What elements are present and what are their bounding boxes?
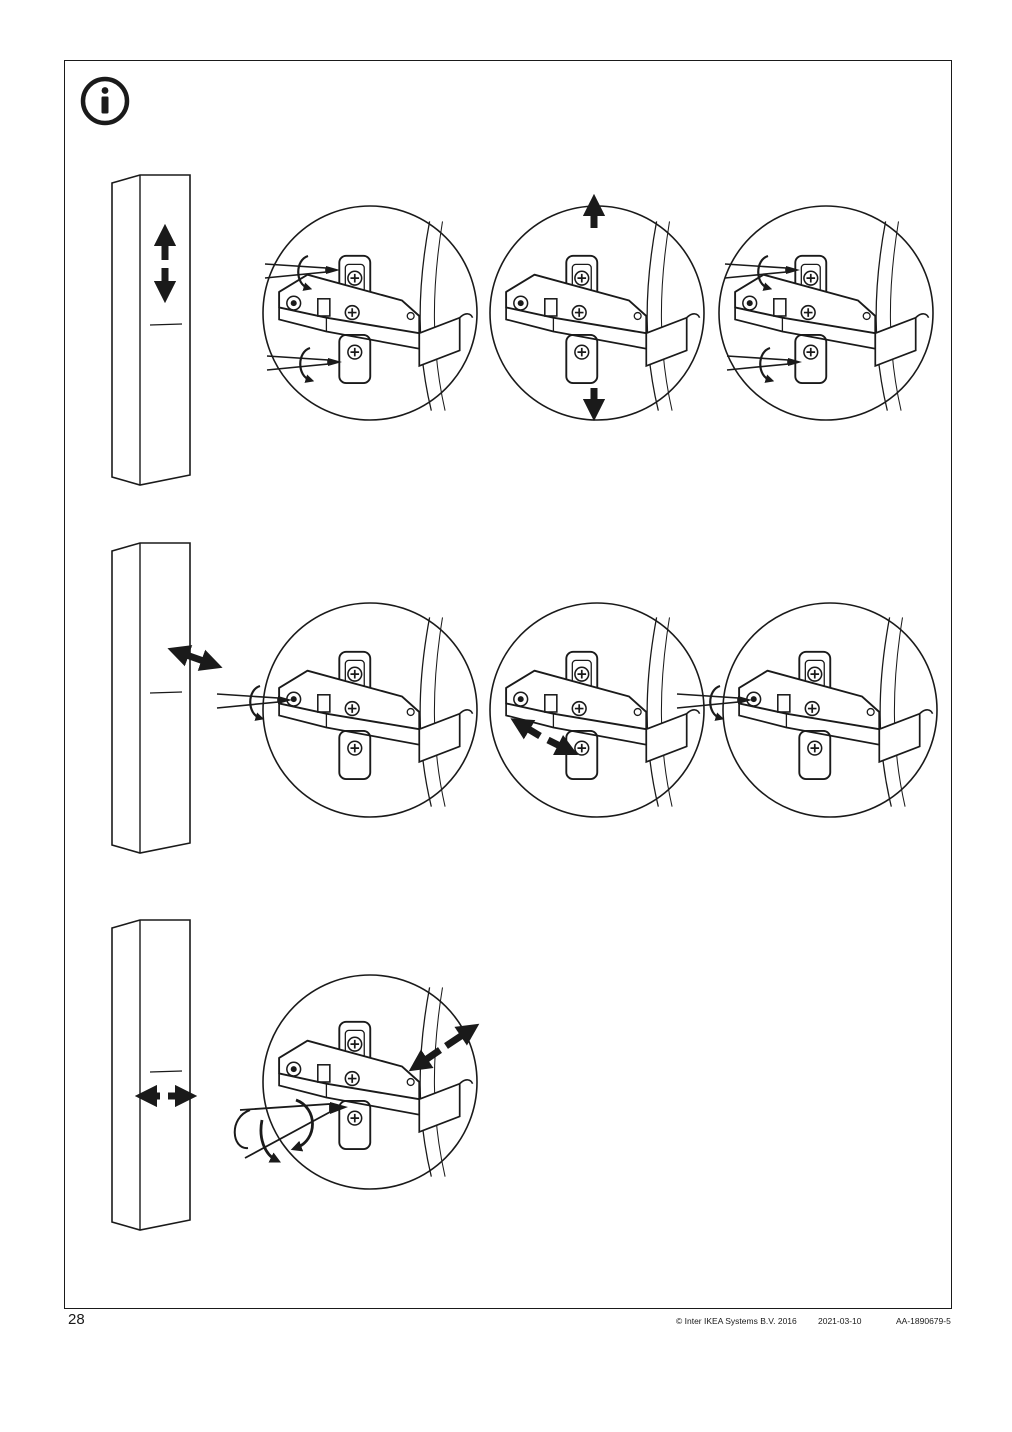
depth-arrow — [167, 645, 223, 671]
instruction-frame — [64, 60, 952, 1309]
article-code: AA-1890679-5 — [896, 1316, 951, 1326]
cabinet-row3 — [111, 919, 191, 1231]
hinge-detail-row2-2 — [489, 602, 705, 818]
info-icon — [80, 76, 130, 126]
cabinet-handle — [149, 323, 183, 326]
hinge-detail-row2-3 — [677, 602, 938, 818]
cabinet-row2 — [111, 542, 191, 854]
arrow-right — [546, 734, 579, 756]
hinge-detail-row2-1 — [217, 602, 478, 818]
copyright-text: © Inter IKEA Systems B.V. 2016 — [676, 1316, 797, 1326]
arrow-left — [510, 718, 542, 740]
cabinet-row1 — [111, 174, 191, 486]
arrow-diag-back — [408, 1047, 442, 1072]
hinge-detail-row1-3 — [718, 205, 934, 421]
hinge-detail-row1-1 — [262, 205, 478, 421]
page-number: 28 — [68, 1311, 85, 1328]
print-date: 2021-03-10 — [818, 1316, 862, 1326]
hinge-detail-row1-2 — [489, 193, 705, 422]
hinge-detail-row3-1 — [233, 974, 480, 1190]
arrow-diag-fwd — [444, 1023, 480, 1049]
